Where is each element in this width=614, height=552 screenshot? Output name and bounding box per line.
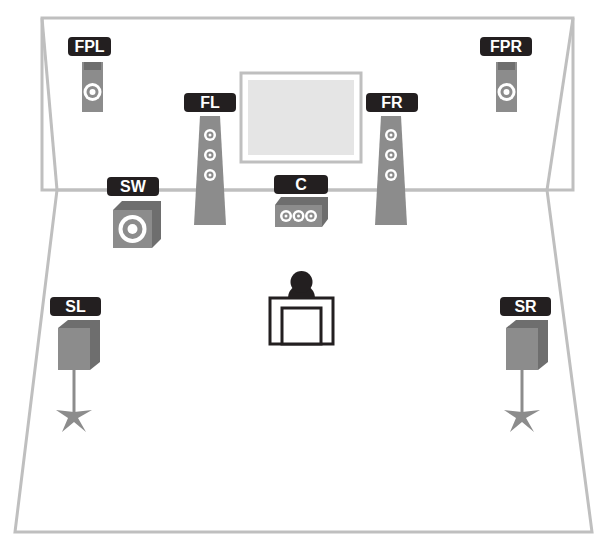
speaker-label: SR: [514, 298, 536, 316]
speaker-label: SL: [65, 298, 85, 316]
speaker-label: SW: [120, 178, 146, 196]
speaker-tag: SL: [50, 297, 101, 316]
speaker-label: FPR: [490, 38, 522, 56]
speaker-tag: SW: [107, 177, 159, 196]
speaker-label: FR: [381, 94, 402, 112]
speaker-label: C: [295, 176, 307, 194]
speaker-tag: FR: [366, 93, 418, 112]
speaker-tag: FPR: [480, 37, 532, 56]
speaker-tag: SR: [500, 297, 551, 316]
speaker-tag: FL: [184, 93, 236, 112]
speaker-tag: FPL: [68, 37, 111, 56]
speaker-label: FPL: [74, 38, 104, 56]
speaker-label: FL: [200, 94, 220, 112]
speaker-tag: C: [274, 175, 328, 194]
